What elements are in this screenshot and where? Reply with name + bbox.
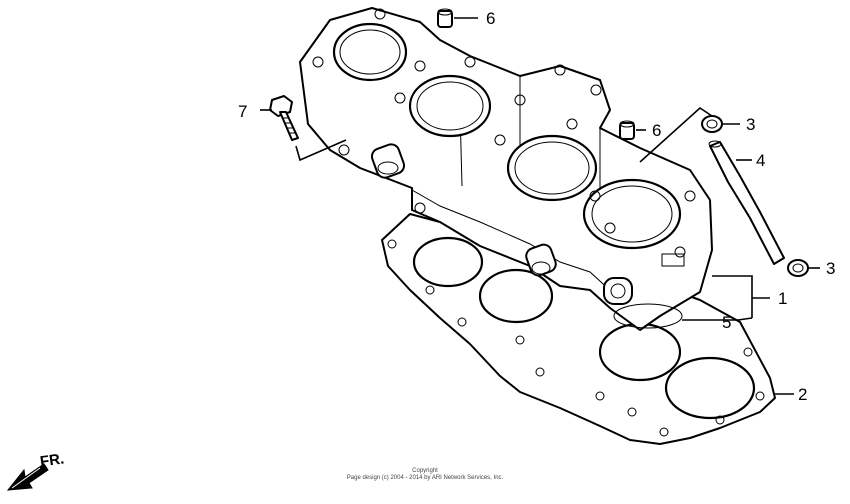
callout-2: 2 — [798, 385, 807, 404]
dowel-pin-middle — [619, 120, 635, 140]
hose-clamp-bottom — [787, 259, 809, 277]
copyright-line-1: Copyright — [412, 468, 438, 474]
flange-bolt — [269, 95, 299, 141]
hose-clamp-top — [701, 115, 723, 133]
water-hose — [708, 140, 785, 265]
callout-5: 5 — [722, 313, 731, 332]
callout-3-bottom: 3 — [826, 259, 835, 278]
callout-3-top: 3 — [746, 115, 755, 134]
callout-6-middle: 6 — [652, 121, 661, 140]
o-ring — [613, 303, 683, 329]
callout-7: 7 — [238, 102, 247, 121]
dowel-pin-top — [437, 8, 453, 28]
cylinder-block — [299, 7, 713, 331]
callout-1: 1 — [778, 289, 787, 308]
head-gasket — [381, 213, 776, 445]
leader-lines — [260, 17, 820, 395]
callout-6-top: 6 — [486, 9, 495, 28]
copyright-line-2: Page design (c) 2004 - 2014 by ARI Netwo… — [346, 475, 504, 481]
front-arrow-icon — [6, 463, 49, 491]
copyright-notice: Copyright Page design (c) 2004 - 2014 by… — [0, 468, 850, 482]
callout-4: 4 — [756, 151, 765, 170]
